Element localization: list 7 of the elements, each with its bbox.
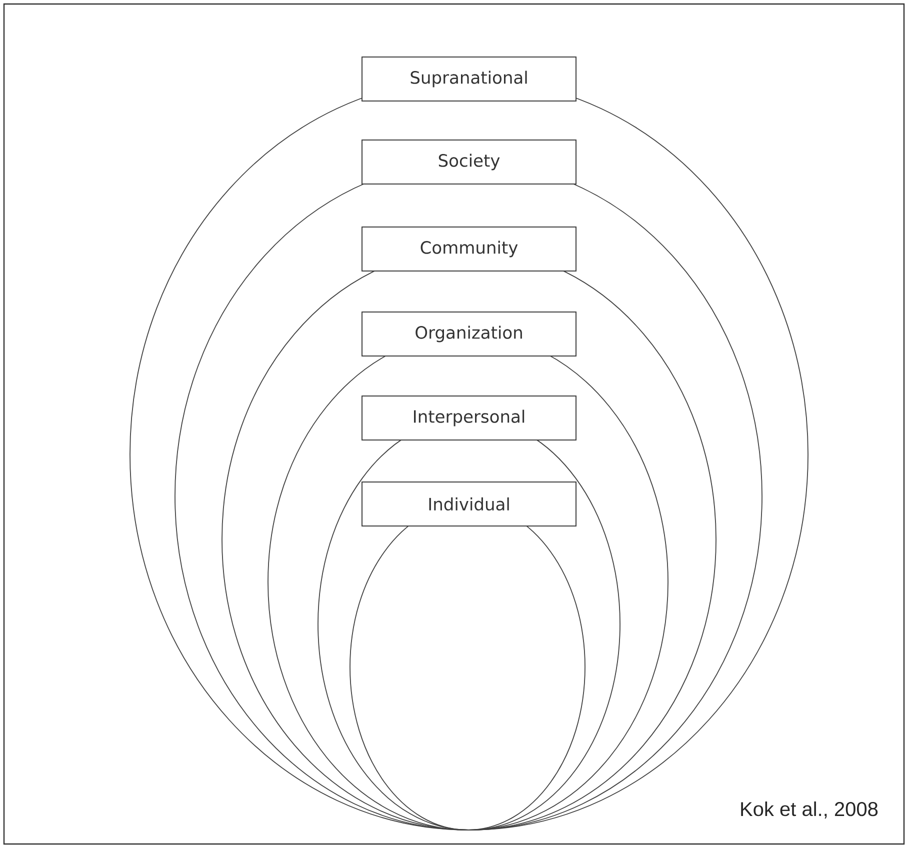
label-box: Individual xyxy=(362,481,576,526)
label-box: Society xyxy=(362,139,576,184)
label-box: Community xyxy=(362,226,576,272)
label-box: Supranational xyxy=(362,56,576,102)
label-box: Organization xyxy=(362,311,576,356)
citation: Kok et al., 2008 xyxy=(741,801,878,818)
label-box: Interpersonal xyxy=(362,395,576,440)
